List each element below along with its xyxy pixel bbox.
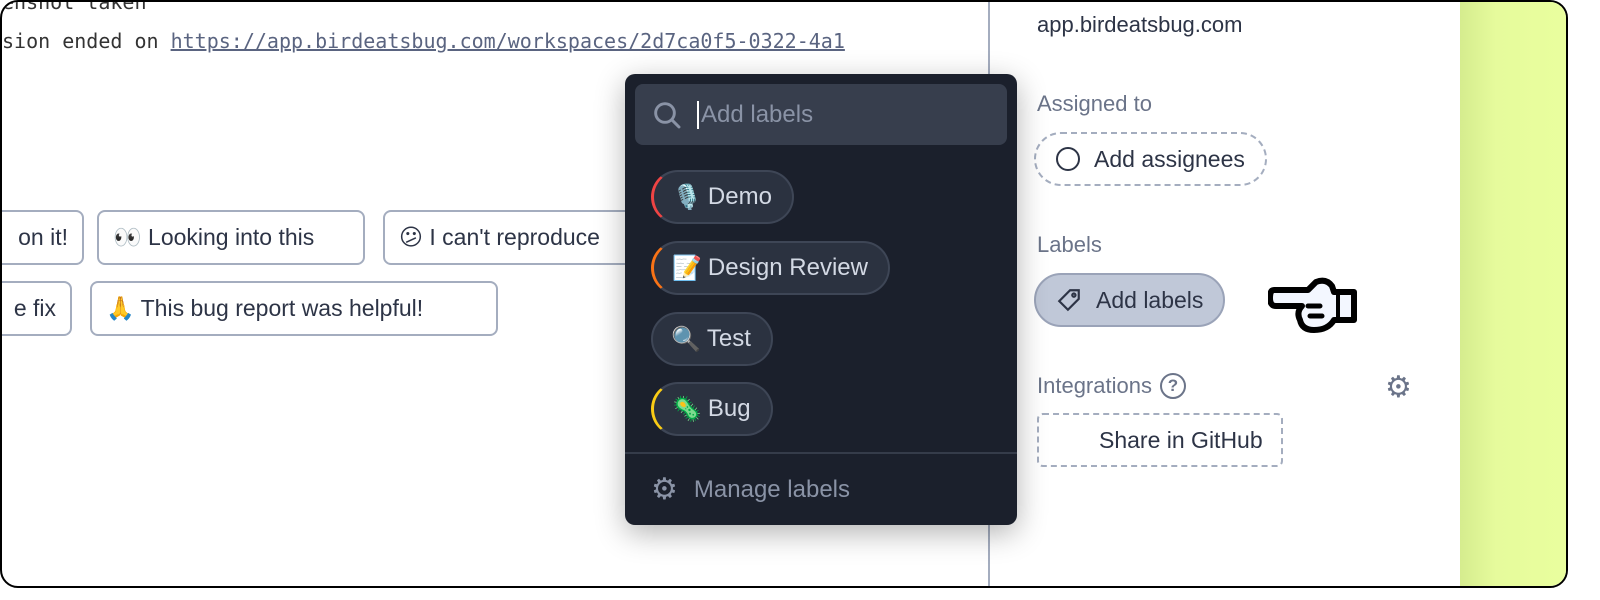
- gear-icon: ⚙: [651, 473, 678, 506]
- label-name: Test: [706, 325, 751, 352]
- integrations-heading: Integrations ?: [1037, 373, 1186, 399]
- share-github-label: Share in GitHub: [1099, 426, 1263, 453]
- add-labels-label: Add labels: [1096, 286, 1204, 313]
- pointing-hand-cursor-icon: [1268, 277, 1357, 333]
- label-name: Demo: [707, 183, 772, 210]
- add-assignees-label: Add assignees: [1094, 145, 1245, 172]
- labels-dropdown: 🎙️Demo 📝Design Review 🔍Test 🦠Bug ⚙ Manag…: [625, 74, 1017, 525]
- dropdown-divider: [625, 452, 1017, 454]
- label-name: Design Review: [707, 254, 868, 281]
- label-option-bug[interactable]: 🦠Bug: [651, 382, 773, 436]
- label-option-design-review[interactable]: 📝Design Review: [651, 241, 890, 295]
- memo-icon: 📝: [672, 254, 702, 282]
- quick-reply-button[interactable]: on it!: [2, 210, 84, 265]
- quick-reply-button[interactable]: e fix: [2, 281, 72, 336]
- labels-heading: Labels: [1037, 232, 1102, 257]
- microphone-icon: 🎙️: [672, 183, 702, 211]
- microbe-icon: 🦠: [672, 395, 702, 423]
- log-line: sion ended on https://app.birdeatsbug.co…: [2, 29, 845, 53]
- search-icon: [654, 101, 681, 128]
- add-assignees-button[interactable]: Add assignees: [1034, 132, 1267, 186]
- help-icon[interactable]: ?: [1159, 373, 1186, 399]
- github-icon: [1057, 426, 1085, 454]
- label-option-demo[interactable]: 🎙️Demo: [651, 170, 794, 224]
- integrations-label: Integrations: [1037, 373, 1152, 398]
- domain-text: app.birdeatsbug.com: [1037, 12, 1243, 37]
- label-search-input[interactable]: [697, 100, 977, 129]
- integrations-settings-gear-icon[interactable]: ⚙: [1385, 371, 1412, 404]
- manage-labels-button[interactable]: ⚙ Manage labels: [651, 472, 850, 507]
- label-name: Bug: [707, 395, 751, 422]
- magnifier-icon: 🔍: [671, 325, 701, 353]
- manage-labels-label: Manage labels: [693, 475, 851, 503]
- assigned-heading: Assigned to: [1037, 91, 1152, 116]
- circle-icon: [1056, 147, 1080, 171]
- add-labels-button[interactable]: Add labels: [1034, 273, 1226, 327]
- share-github-button[interactable]: Share in GitHub: [1037, 413, 1283, 467]
- session-link[interactable]: https://app.birdeatsbug.com/workspaces/2…: [170, 29, 845, 53]
- quick-reply-button[interactable]: 👀 Looking into this: [97, 210, 365, 265]
- label-search-box: [635, 84, 1007, 145]
- log-line: enshot taken: [2, 0, 147, 14]
- log-text: sion ended on: [2, 29, 171, 53]
- background-accent: [1460, 2, 1566, 586]
- quick-reply-button[interactable]: 🙏 This bug report was helpful!: [90, 281, 498, 336]
- tag-icon: [1057, 289, 1080, 312]
- app-window: enshot taken sion ended on https://app.b…: [0, 0, 1568, 588]
- label-option-test[interactable]: 🔍Test: [651, 312, 773, 366]
